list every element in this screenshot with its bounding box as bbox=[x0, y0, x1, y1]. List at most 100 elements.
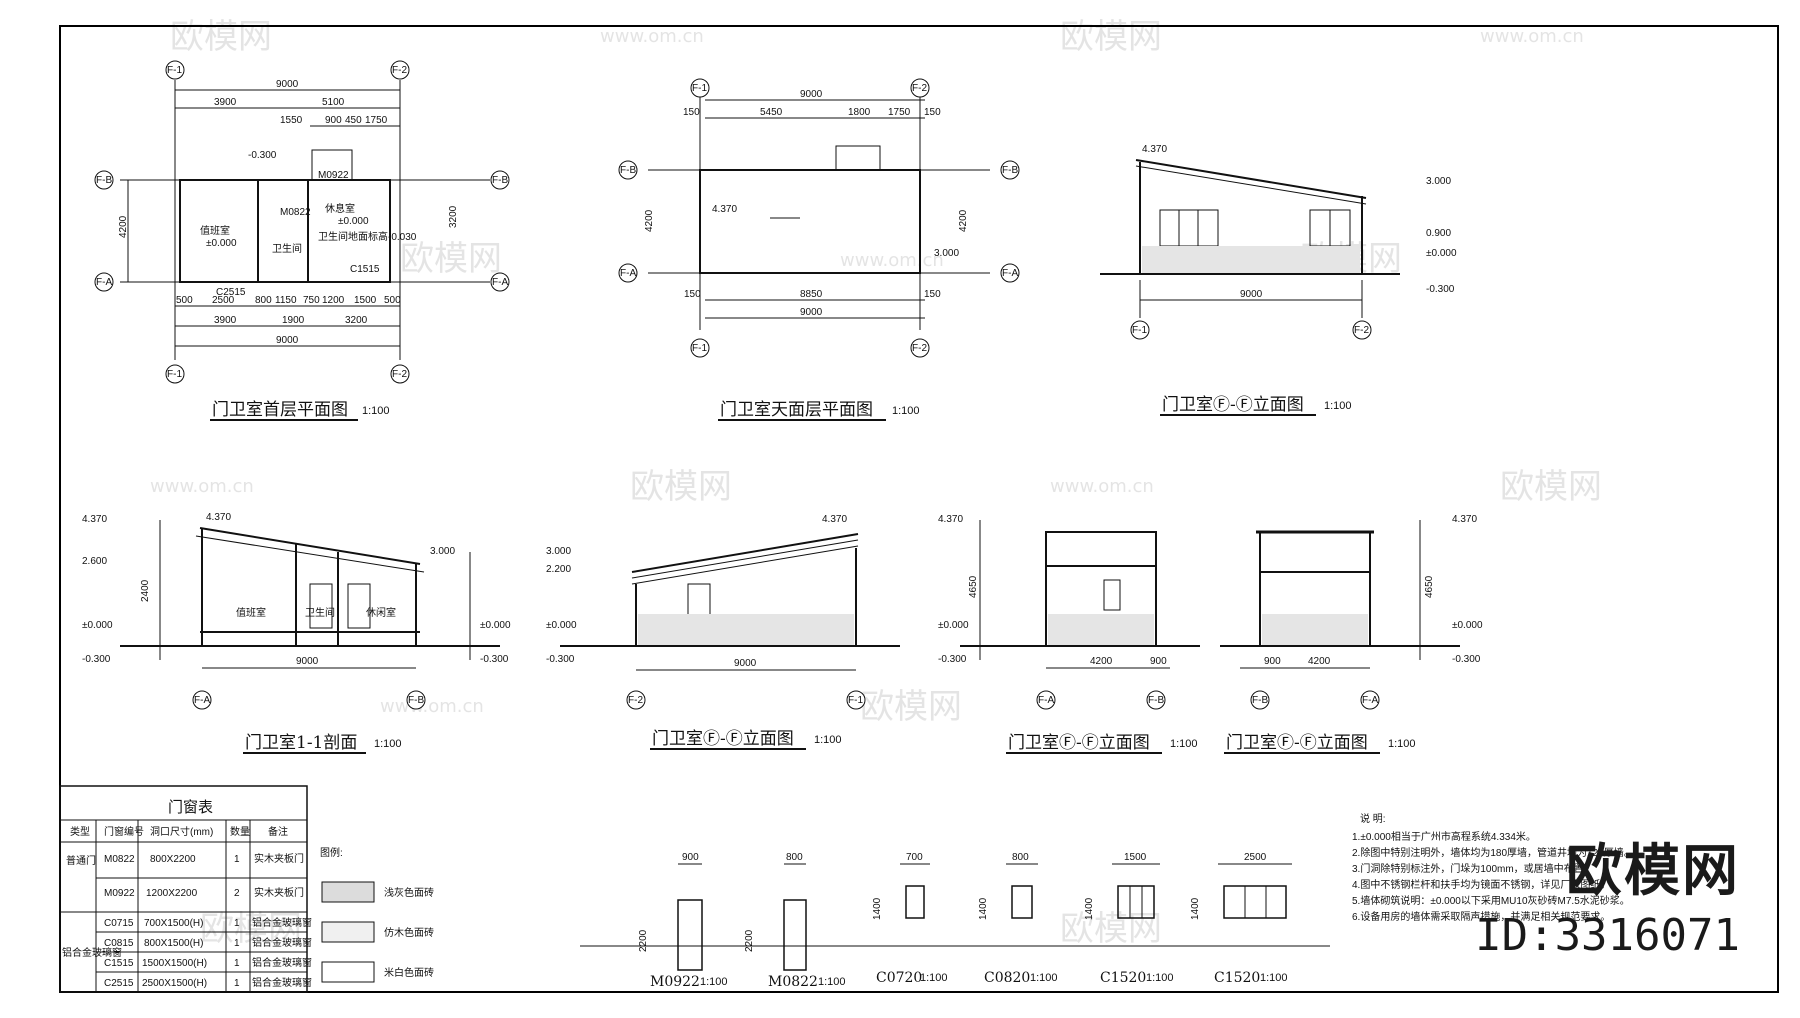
level-mark: 3.000 bbox=[1426, 176, 1451, 187]
dimension: 9000 bbox=[800, 89, 823, 100]
dimension: 5100 bbox=[322, 97, 345, 108]
grid-label: F-B bbox=[408, 695, 424, 706]
drawing-scale: 1:100 bbox=[814, 734, 842, 746]
elevation-top-right bbox=[1100, 159, 1400, 318]
drawing-scale: 1:100 bbox=[892, 405, 920, 417]
detail-height: 1400 bbox=[872, 897, 883, 920]
dimension: 900 bbox=[325, 115, 342, 126]
dimension: 2500 bbox=[212, 295, 235, 306]
dimension: 900 bbox=[1150, 656, 1167, 667]
dimension: 4200 bbox=[1308, 656, 1331, 667]
grid-label: F-B bbox=[1002, 165, 1018, 176]
note-line: 4.图中不锈钢栏杆和扶手均为镜面不锈钢，详见厂家图纸。 bbox=[1352, 878, 1610, 891]
detail-scale: 1:100 bbox=[1260, 972, 1288, 984]
table-row-code: C0815 bbox=[104, 938, 134, 949]
dimension: 4200 bbox=[644, 209, 655, 232]
dimension: 3900 bbox=[214, 97, 237, 108]
elevation-rear bbox=[560, 533, 900, 671]
detail-width: 700 bbox=[906, 852, 923, 863]
watermark-logo: 欧模网 bbox=[200, 909, 302, 949]
table-row-qty: 1 bbox=[234, 938, 240, 949]
table-row-size: 800X2200 bbox=[150, 854, 196, 865]
drawing-scale: 1:100 bbox=[362, 405, 390, 417]
watermark-layer: 欧模网 www.om.cn 欧模网 www.om.cn 欧模网 www.om.c… bbox=[150, 17, 1602, 949]
detail-height: 1400 bbox=[1190, 897, 1201, 920]
level-mark: 2.600 bbox=[82, 556, 107, 567]
watermark-logo: 欧模网 bbox=[1060, 909, 1162, 949]
level-mark: 4.370 bbox=[206, 512, 231, 523]
grid-label: F-2 bbox=[628, 695, 643, 706]
legend-label: 浅灰色面砖 bbox=[384, 886, 434, 899]
table-row-qty: 1 bbox=[234, 978, 240, 989]
grid-label: F-B bbox=[1252, 695, 1268, 706]
note-line: 3.门洞除特别标注外，门垛为100mm，或居墙中布置。 bbox=[1352, 862, 1594, 875]
grid-label: F-A bbox=[194, 695, 210, 706]
dimension: 150 bbox=[684, 289, 701, 300]
grid-label: F-A bbox=[492, 277, 508, 288]
room-label: 休闲室 bbox=[366, 606, 396, 619]
drawing-title: 门卫室天面层平面图 bbox=[720, 400, 873, 420]
drawing-title: 门卫室Ⓕ-Ⓕ立面图 bbox=[652, 729, 794, 749]
level-mark: ±0.000 bbox=[546, 620, 577, 631]
detail-height: 1400 bbox=[978, 897, 989, 920]
section-1-1 bbox=[120, 520, 500, 669]
level-mark: 2.200 bbox=[546, 564, 571, 575]
level-mark: ±0.000 bbox=[938, 620, 969, 631]
level-mark: ±0.000 bbox=[1426, 248, 1457, 259]
detail-scale: 1:100 bbox=[1030, 972, 1058, 984]
drawing-scale: 1:100 bbox=[1170, 738, 1198, 750]
watermark-logo: 欧模网 bbox=[170, 17, 272, 57]
table-row-note: 实木夹板门 bbox=[254, 852, 304, 865]
detail-width: 1500 bbox=[1124, 852, 1147, 863]
dimension: 1800 bbox=[848, 107, 871, 118]
grid-label: F-2 bbox=[912, 83, 927, 94]
schedule-title: 门窗表 bbox=[168, 798, 213, 816]
elevation-side-left bbox=[960, 520, 1200, 669]
watermark-logo: 欧模网 bbox=[1060, 17, 1162, 57]
level-mark: -0.300 bbox=[938, 654, 967, 665]
drawing-scale: 1:100 bbox=[1388, 738, 1416, 750]
dimension: 150 bbox=[924, 289, 941, 300]
grid-label: F-1 bbox=[1132, 325, 1147, 336]
detail-width: 2500 bbox=[1244, 852, 1267, 863]
brand-logo-text: 欧模网 bbox=[1566, 839, 1740, 904]
dimension: 3200 bbox=[345, 315, 368, 326]
schedule-header: 备注 bbox=[268, 825, 288, 838]
detail-scale: 1:100 bbox=[700, 976, 728, 988]
level-mark: 4.370 bbox=[1142, 144, 1167, 155]
dimension: 4200 bbox=[1090, 656, 1113, 667]
grid-label: F-B bbox=[96, 175, 112, 186]
table-row-note: 铝合金玻璃窗 bbox=[252, 976, 312, 989]
schedule-header: 数量 bbox=[230, 825, 250, 838]
level-mark: ±0.000 bbox=[480, 620, 511, 631]
table-row-qty: 1 bbox=[234, 958, 240, 969]
level-mark: -0.300 bbox=[546, 654, 575, 665]
level-mark: 4.370 bbox=[712, 204, 737, 215]
detail-width: 900 bbox=[682, 852, 699, 863]
watermark-site: www.om.cn bbox=[600, 26, 704, 47]
dimension: 500 bbox=[176, 295, 193, 306]
grid-label: F-1 bbox=[167, 65, 182, 76]
dimension: 750 bbox=[303, 295, 320, 306]
dimension: 2400 bbox=[140, 579, 151, 602]
watermark-logo: 欧模网 bbox=[860, 687, 962, 727]
legend-label: 仿木色面砖 bbox=[384, 926, 434, 939]
level-mark: 0.900 bbox=[1426, 228, 1451, 239]
note-line: 2.除图中特别注明外，墙体均为180厚墙，管道井均为120厚墙。 bbox=[1352, 846, 1634, 859]
grid-label: F-2 bbox=[392, 369, 407, 380]
room-label: M0822 bbox=[280, 207, 311, 218]
dimension: 1150 bbox=[275, 295, 297, 306]
table-row-size: 800X1500(H) bbox=[144, 938, 203, 949]
table-row-qty: 1 bbox=[234, 918, 240, 929]
dimension: 9000 bbox=[276, 335, 299, 346]
watermark-logo: 欧模网 bbox=[630, 467, 732, 507]
detail-width: 800 bbox=[1012, 852, 1029, 863]
room-label: 值班室 bbox=[200, 224, 230, 237]
room-label: 休息室 bbox=[325, 202, 355, 215]
legend-title: 图例: bbox=[320, 846, 343, 859]
detail-code: M0922 bbox=[650, 974, 700, 990]
dimension: 4200 bbox=[118, 215, 129, 238]
table-row-code: M0922 bbox=[104, 888, 135, 899]
watermark-site: www.om.cn bbox=[150, 476, 254, 497]
dimension: 1900 bbox=[282, 315, 305, 326]
